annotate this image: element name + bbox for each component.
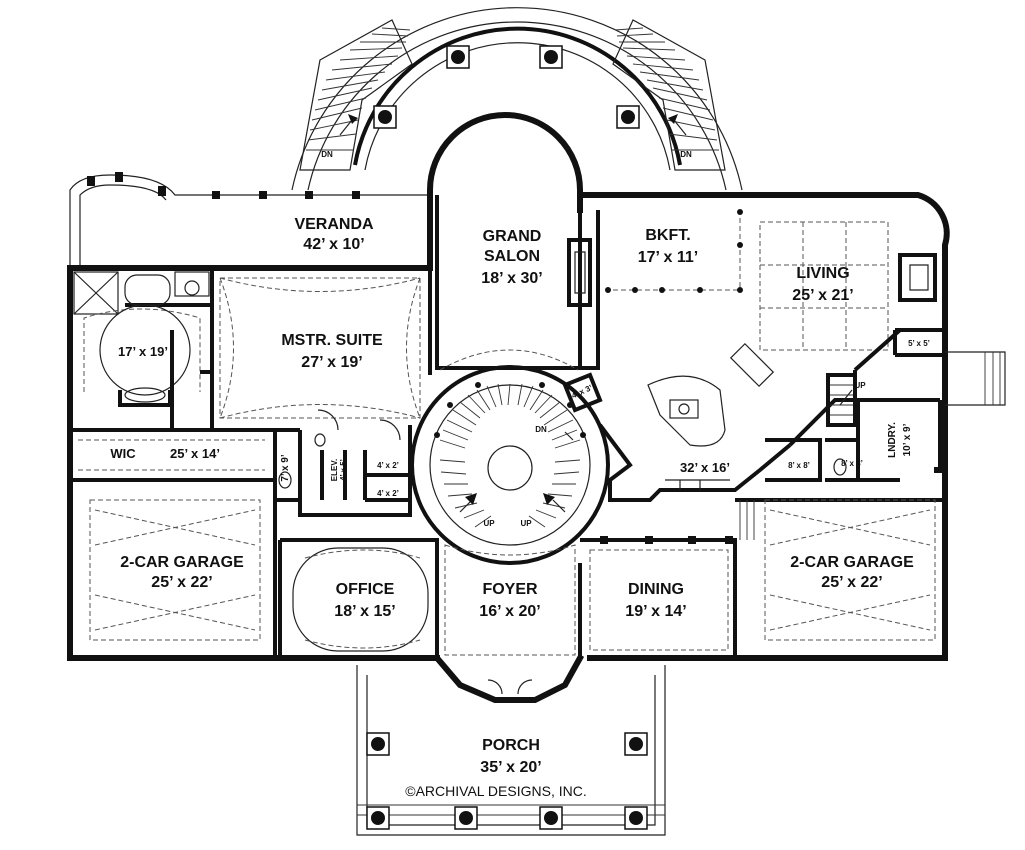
porch-column — [454, 806, 478, 830]
rotunda-stair: DN UP UP — [410, 365, 610, 565]
bath-7x9-size: 7’ x 9’ — [280, 454, 291, 481]
kitchen-size: 32’ x 16’ — [680, 460, 730, 475]
porch: PORCH 35’ x 20’ ©ARCHIVAL DESIGNS, INC. — [356, 665, 666, 836]
grand-salon: GRAND SALON 18’ x 30’ — [435, 195, 592, 371]
master-wing: 17’ x 19’ WIC 25’ x 14’ MSTR. SUITE 27’ … — [70, 268, 432, 517]
veranda-label: VERANDA — [294, 216, 374, 233]
terrace-column — [373, 105, 397, 129]
rotunda-stair-dn: DN — [535, 425, 547, 434]
rear-stair-left-dn: DN — [321, 150, 333, 159]
rear-terrace: DN DN — [291, 7, 743, 191]
closet-a-size: 4’ x 2’ — [377, 461, 399, 470]
office-label: OFFICE — [336, 581, 395, 598]
garage-left: 2-CAR GARAGE 25’ x 22’ — [89, 499, 277, 658]
living-label: LIVING — [796, 265, 849, 282]
closet-5x5-size: 5’ x 5’ — [908, 339, 930, 348]
porch-column — [366, 806, 390, 830]
elevator-size: 4’ x 5’ — [339, 459, 348, 481]
grand-salon-label-1: GRAND — [483, 228, 542, 245]
master-bath-size: 17’ x 19’ — [118, 344, 168, 359]
office: OFFICE 18’ x 15’ — [278, 538, 439, 658]
veranda-size: 42’ x 10’ — [303, 236, 364, 253]
porch-label: PORCH — [482, 737, 540, 754]
garage-right: 2-CAR GARAGE 25’ x 22’ — [735, 498, 945, 641]
rotunda-stair-up-right: UP — [520, 519, 532, 528]
garage-right-size: 25’ x 22’ — [821, 574, 882, 591]
exterior-walls — [67, 112, 950, 703]
office-size: 18’ x 15’ — [334, 603, 395, 620]
foyer: FOYER 16’ x 20’ — [444, 544, 582, 695]
laundry-stair-up: UP — [854, 381, 866, 390]
master-suite-size: 27’ x 19’ — [301, 354, 362, 371]
veranda: VERANDA 42’ x 10’ — [69, 172, 430, 268]
terrace-column — [446, 45, 470, 69]
porch-size: 35’ x 20’ — [480, 759, 541, 776]
master-suite-label: MSTR. SUITE — [281, 332, 383, 349]
bkft-label: BKFT. — [645, 227, 690, 244]
grand-salon-label-2: SALON — [484, 248, 540, 265]
bkft-size: 17’ x 11’ — [638, 249, 699, 266]
porch-column — [539, 806, 563, 830]
garage-right-label: 2-CAR GARAGE — [790, 554, 914, 571]
laundry-label: LNDRY. — [887, 422, 898, 458]
grand-salon-size: 18’ x 30’ — [481, 270, 542, 287]
wic-label: WIC — [110, 446, 136, 461]
dining-label: DINING — [628, 581, 684, 598]
wic-size: 25’ x 14’ — [170, 446, 220, 461]
terrace-column — [539, 45, 563, 69]
terrace-column — [616, 105, 640, 129]
kitchen-wing: BKFT. 17’ x 11’ LIVING 25’ x 21’ 5’ x 5’… — [562, 209, 1006, 502]
porch-column — [624, 732, 648, 756]
porch-column — [366, 732, 390, 756]
rear-stair-right — [612, 19, 726, 171]
garage-left-label: 2-CAR GARAGE — [120, 554, 244, 571]
rear-stair-left — [299, 19, 413, 171]
laundry-size: 10’ x 9’ — [902, 423, 913, 456]
elevator-label: ELEV. — [330, 459, 339, 481]
closet-b-size: 4’ x 2’ — [377, 489, 399, 498]
mud-8x8-size: 8’ x 8’ — [788, 461, 810, 470]
foyer-size: 16’ x 20’ — [479, 603, 540, 620]
rotunda-stair-up-left: UP — [483, 519, 495, 528]
foyer-label: FOYER — [482, 581, 538, 598]
living-size: 25’ x 21’ — [792, 287, 853, 304]
rear-stair-right-dn: DN — [680, 150, 692, 159]
copyright-credit: ©ARCHIVAL DESIGNS, INC. — [405, 783, 586, 799]
half-bath-size: 8’ x 3’ — [841, 459, 863, 468]
dining: DINING 19’ x 14’ — [580, 536, 737, 658]
garage-left-size: 25’ x 22’ — [151, 574, 212, 591]
porch-column — [624, 806, 648, 830]
dining-size: 19’ x 14’ — [625, 603, 686, 620]
